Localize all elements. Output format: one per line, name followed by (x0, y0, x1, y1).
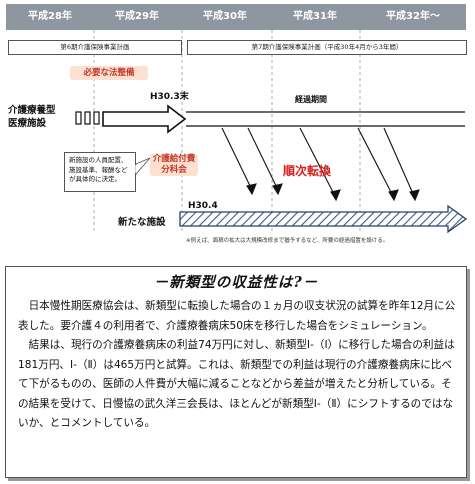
article-title: －新類型の収益性は?－ (153, 274, 319, 291)
year-h32: 平成32年～ (386, 11, 440, 22)
legal-preparation-tag: 必要な法整備 (70, 66, 148, 80)
callout-box: 新施設の人員配置、 施設基準、報酬など が具体的に決定。 (64, 152, 136, 192)
article-paragraph-1: 日本慢性期医療協会は、新類型に転換した場合の１ヵ月の収支状況の試算を昨年12月に… (18, 300, 456, 332)
callout-pointer (135, 157, 151, 176)
plan-6th-label: 第6期介護保険事業計画 (60, 43, 130, 51)
old-facility-label: 介護療養型 医療施設 (8, 105, 56, 129)
new-facility-arrow (179, 204, 468, 234)
old-facility-arrow (75, 104, 465, 202)
year-h30: 平成30年 (203, 11, 247, 22)
transition-period-label: 経過期間 (295, 95, 327, 104)
plan-7th-box: 第7期介護保険事業計画（平成30年4月から3年間） (187, 40, 467, 55)
article-body: 日本慢性期医療協会は、新類型に転換した場合の１ヵ月の収支状況の試算を昨年12月に… (18, 297, 458, 434)
article-box: －新類型の収益性は?－ 日本慢性期医療協会は、新類型に転換した場合の１ヵ月の収支… (5, 266, 467, 478)
article-paragraph-2: 結果は、現行の介護療養病床の利益74万円に対し、新類型Ⅰ-（Ⅰ）に移行した場合の… (18, 339, 455, 429)
sequential-conversion-label: 順次転換 (283, 164, 332, 178)
subcommittee-tag: 介護給付費 分科会 (150, 154, 198, 176)
h30-4-label: H30.4 (188, 201, 218, 211)
new-facility-label: 新たな施設 (118, 217, 166, 228)
plan-7th-label: 第7期介護保険事業計画（平成30年4月から3年間） (251, 43, 403, 51)
h30-3-label: H30.3末 (150, 92, 189, 102)
year-dividers (93, 30, 361, 232)
year-header-bar (6, 4, 466, 30)
year-h31: 平成31年 (293, 11, 337, 22)
plan-6th-box: 第6期介護保険事業計画 (8, 40, 182, 55)
year-h29: 平成29年 (115, 11, 159, 22)
year-h28: 平成28年 (28, 11, 72, 22)
transition-note: ※例えば、面積の拡大は大規模改修まで猶予するなど、所要の経過措置を設ける。 (186, 238, 389, 244)
